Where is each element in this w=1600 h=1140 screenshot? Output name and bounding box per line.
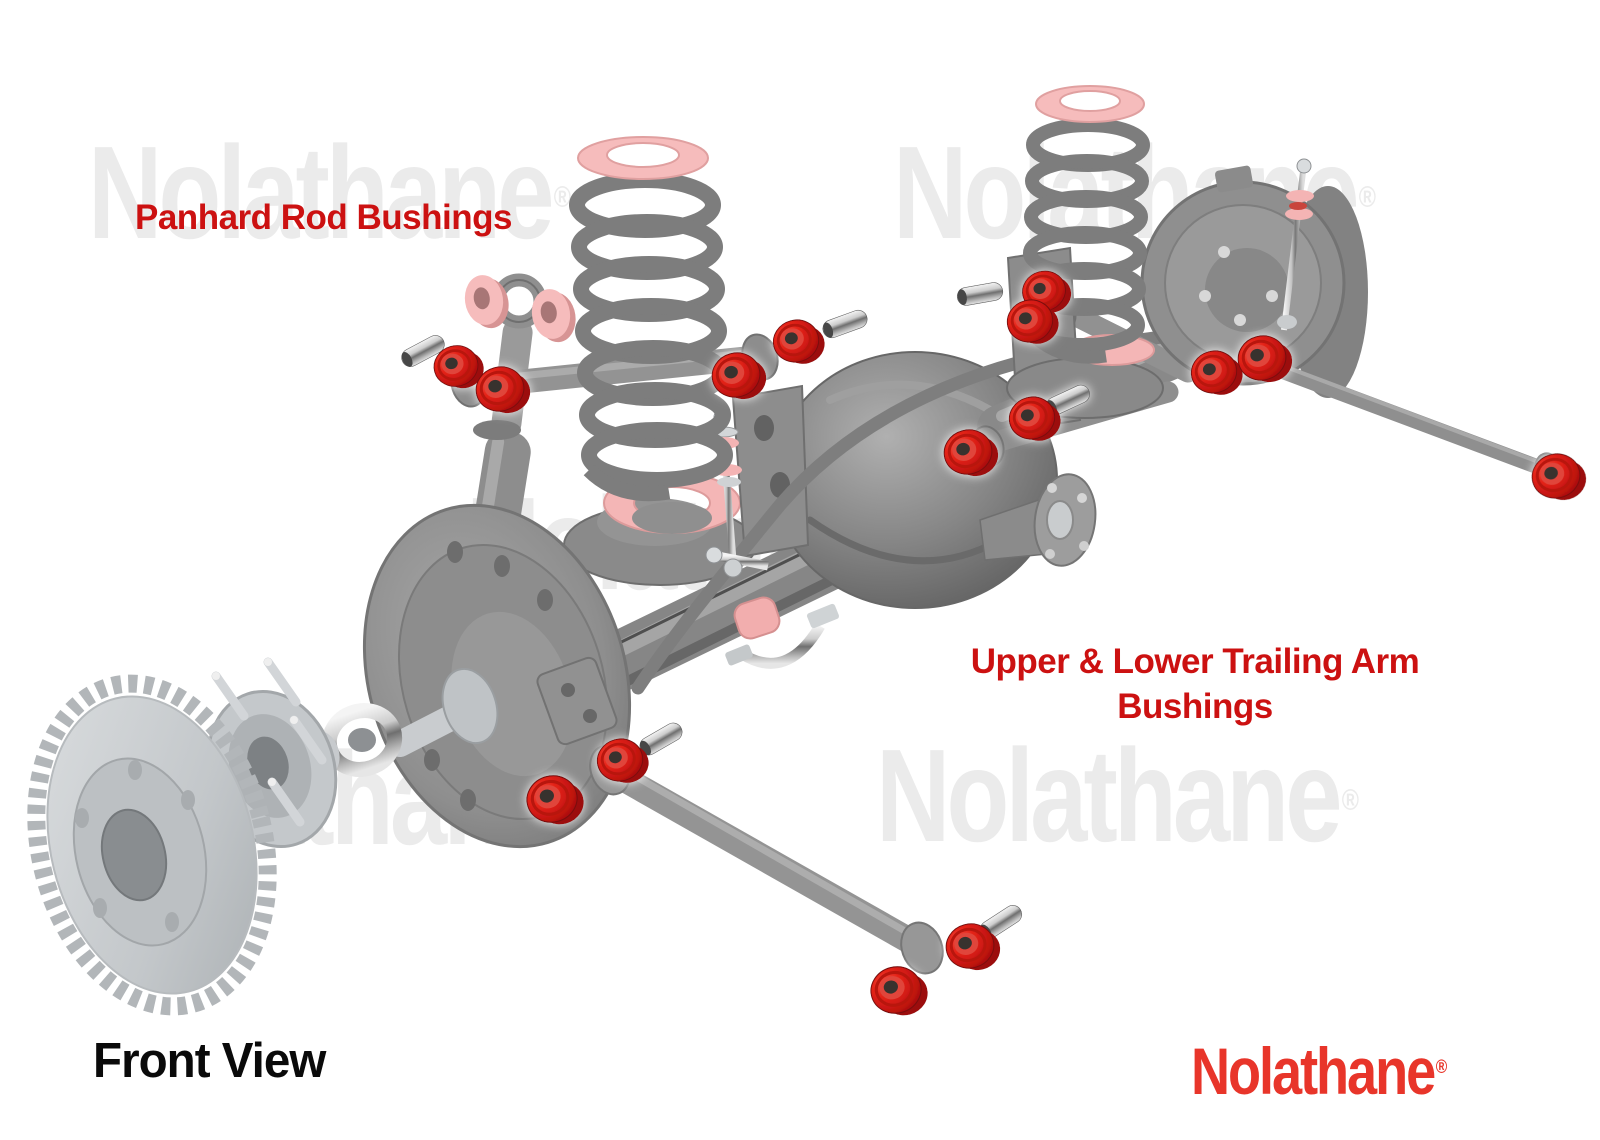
nolathane-watermark: Nolathane®: [876, 722, 1359, 869]
panhard-rod: [1260, 358, 1564, 488]
trailing-label-line1: Upper & Lower Trailing Arm: [970, 642, 1420, 681]
brake-backing-plate: [362, 503, 632, 849]
spring-isolator-upper-left: [577, 136, 710, 180]
coil-spring-left: [569, 172, 733, 502]
nolathane-logo-word: Nolathane: [1191, 1034, 1436, 1108]
brake-rotor: [27, 674, 277, 1016]
sway-bar-mount-bushing: [725, 596, 839, 669]
trailing-label-line2: Bushings: [1117, 687, 1273, 726]
panhard-rod-bushings-label: Panhard Rod Bushings: [135, 198, 512, 237]
nolathane-watermark: Nolathane®: [88, 119, 571, 266]
nolathane-logo: Nolathane®: [1191, 1038, 1448, 1104]
trailing-arm-bracket: [731, 384, 810, 558]
front-view-caption: Front View: [93, 1034, 326, 1088]
crush-sleeve: [819, 307, 871, 341]
sway-bar-link-right: [1277, 158, 1314, 331]
axle-shaft: [387, 667, 499, 757]
crush-sleeve: [955, 280, 1005, 308]
registered-trademark-symbol: ®: [1435, 1057, 1448, 1078]
shock-mount-bracket: [536, 656, 618, 746]
spring-isolator-upper-right: [1035, 85, 1146, 123]
trailing-arm-bushings-label: Upper & Lower Trailing Arm Bushings: [955, 639, 1435, 729]
